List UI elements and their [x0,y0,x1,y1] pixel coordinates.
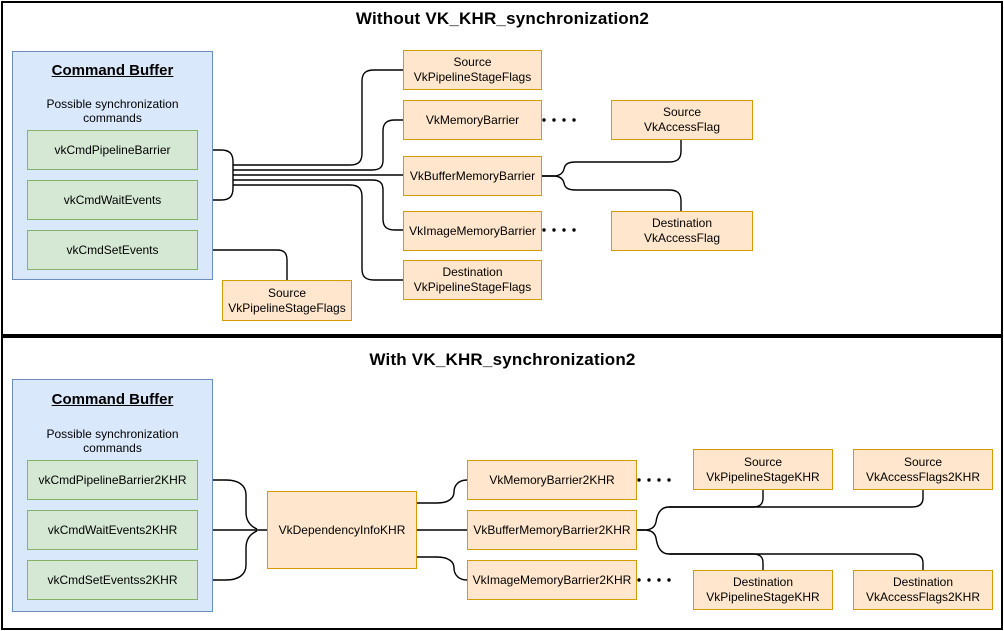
node-vkcmdwaitevents: vkCmdWaitEvents [27,180,198,220]
edge-top-setevents-to-source-stage [198,249,288,280]
node-vkmemorybarrier: VkMemoryBarrier [403,100,542,140]
command-buffer-heading-bottom: Command Buffer [51,391,174,408]
node-source-pipeline-stage-flags: Source VkPipelineStageFlags [403,50,542,90]
node-vkcmdpipelinebarrier: vkCmdPipelineBarrier [27,130,198,170]
node-vkbuffermemorybarrier: VkBufferMemoryBarrier [403,156,542,196]
edge-top-bufferbarrier-to-source-access [542,140,682,177]
node-vkcmdpipelinebarrier2khr: vkCmdPipelineBarrier2KHR [27,460,198,500]
node-source-pipeline-stage-khr: Source VkPipelineStageKHR [693,449,833,490]
node-destination-pipeline-stage-khr: Destination VkPipelineStageKHR [693,570,833,610]
node-vkcmdseteventss2khr: vkCmdSetEventss2KHR [27,560,198,600]
top-panel-title: Without VK_KHR_synchronization2 [355,9,650,28]
node-vkmemorybarrier2khr: VkMemoryBarrier2KHR [467,460,637,500]
edge-top-fan-to-memory-barrier [233,119,403,171]
ellipsis-memory-barrier2 [637,478,671,482]
edge-bottom-bufferbarrier2-to-destination-stage [637,529,764,570]
ellipsis-image-memory-barrier2 [637,578,671,582]
edge-bottom-setevents2-merge [198,530,258,581]
node-vkimagememorybarrier2khr: VkImageMemoryBarrier2KHR [467,560,637,600]
node-vkimagememorybarrier: VkImageMemoryBarrier [403,211,542,251]
ellipsis-image-memory-barrier [542,228,576,232]
edge-top-bufferbarrier-to-destination-access [542,175,682,211]
edge-top-fan-to-source-stage [233,69,403,166]
node-destination-access-flags2khr: Destination VkAccessFlags2KHR [853,570,993,610]
node-destination-access-flag: Destination VkAccessFlag [611,211,753,251]
node-source-access-flag: Source VkAccessFlag [611,100,753,140]
node-destination-pipeline-stage-flags: Destination VkPipelineStageFlags [403,260,542,300]
command-buffer-heading-top: Command Buffer [51,62,174,79]
ellipsis-memory-barrier [542,118,576,122]
command-buffer-subheading-top: Possible synchronization commands [46,97,179,126]
node-vkcmdsetevents: vkCmdSetEvents [27,230,198,270]
node-setevents-source-pipeline-stage-flags: Source VkPipelineStageFlags [222,280,352,321]
node-vkbuffermemorybarrier2khr: VkBufferMemoryBarrier2KHR [467,510,637,550]
edge-bottom-dependency-to-memory-barrier2 [417,479,468,504]
edge-bottom-bufferbarrier2-to-source-access [669,490,924,508]
edge-bottom-bufferbarrier2-to-source-stage [637,490,764,531]
bottom-panel-title: With VK_KHR_synchronization2 [369,350,636,369]
command-buffer-subheading-bottom: Possible synchronization commands [46,427,179,456]
edge-bottom-dependency-to-image-barrier2 [417,556,468,581]
edge-top-fan-to-image-memory-barrier [233,179,403,231]
node-vkcmdwaitevents2khr: vkCmdWaitEvents2KHR [27,510,198,550]
node-vkdependencyinfokhr: VkDependencyInfoKHR [267,491,417,569]
edge-bottom-pipelinebarrier2-merge [198,479,258,530]
node-source-access-flags2khr: Source VkAccessFlags2KHR [853,449,993,490]
edge-top-fan-to-destination-stage [233,184,403,281]
edge-bottom-bufferbarrier2-to-destination-access [669,553,924,570]
